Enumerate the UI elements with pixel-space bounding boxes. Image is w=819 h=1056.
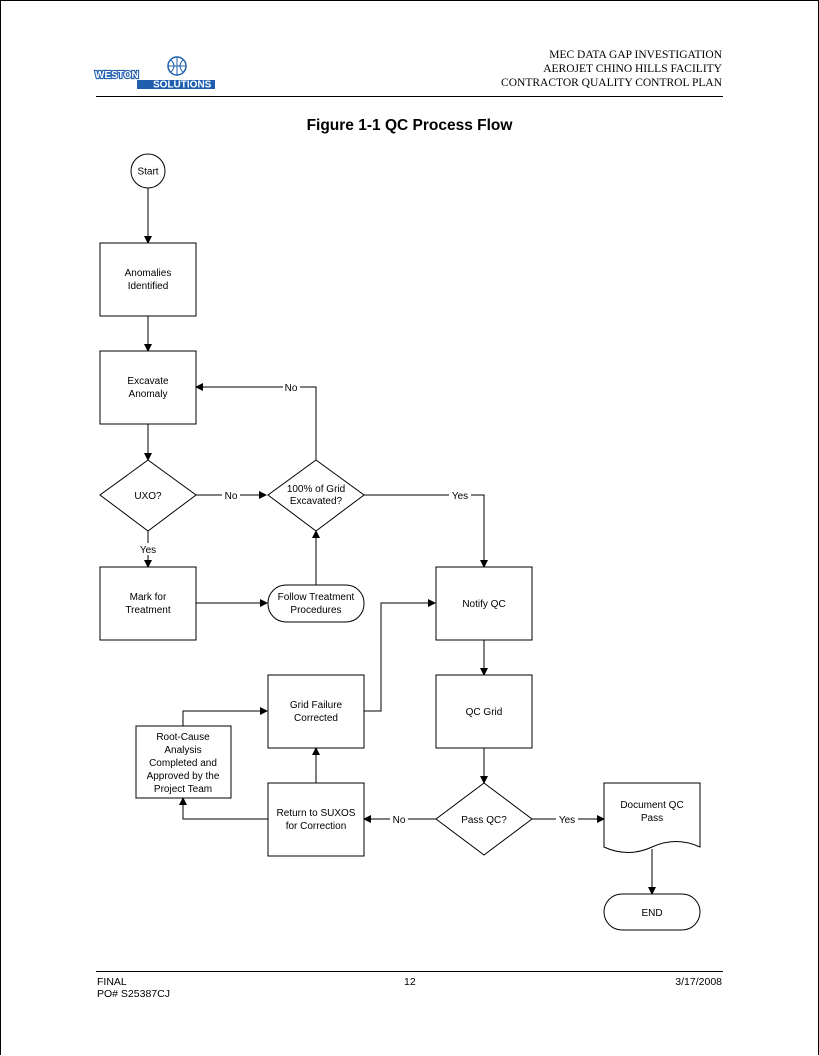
svg-text:Grid Failure: Grid Failure — [290, 700, 343, 711]
weston-logo: WESTON SOLUTIONS — [94, 56, 215, 91]
node-pass-qc-decision: Pass QC? — [435, 782, 533, 856]
node-uxo-decision: UXO? — [99, 459, 197, 532]
node-end: END — [603, 893, 701, 931]
svg-text:Identified: Identified — [128, 281, 169, 292]
svg-text:Excavated?: Excavated? — [290, 496, 343, 507]
svg-text:Root-Cause: Root-Cause — [156, 732, 210, 743]
svg-text:Document QC: Document QC — [620, 800, 683, 811]
node-root-cause-analysis: Root-Cause Analysis Completed and Approv… — [135, 725, 232, 799]
edge-rootcause-gridfailure — [182, 707, 268, 726]
node-anomalies-identified: Anomalies Identified — [99, 242, 197, 317]
footer-rule — [96, 971, 723, 972]
label-yes-uxo: Yes — [140, 545, 156, 556]
node-grid-failure-corrected: Grid Failure Corrected — [267, 674, 365, 749]
header-line-2: AEROJET CHINO HILLS FACILITY — [543, 63, 722, 75]
label-yes-pass: Yes — [559, 815, 575, 826]
svg-text:Anomaly: Anomaly — [129, 389, 168, 400]
logo-name: WESTON — [95, 70, 139, 81]
svg-text:Approved by the: Approved by the — [147, 771, 220, 782]
node-qc-grid: QC Grid — [435, 674, 533, 749]
svg-text:END: END — [641, 908, 662, 919]
node-start: Start — [130, 153, 166, 189]
footer-status: FINAL — [97, 976, 127, 988]
svg-text:for Correction: for Correction — [286, 821, 347, 832]
header-rule — [96, 96, 723, 97]
svg-text:Mark for: Mark for — [130, 592, 167, 603]
svg-text:Follow Treatment: Follow Treatment — [278, 592, 355, 603]
header-line-3: CONTRACTOR QUALITY CONTROL PLAN — [501, 77, 722, 89]
footer-left: FINAL PO# S25387CJ — [97, 976, 170, 1000]
svg-text:Completed and: Completed and — [149, 758, 217, 769]
svg-text:Pass: Pass — [641, 813, 663, 824]
svg-text:Notify QC: Notify QC — [462, 599, 505, 610]
header-block: MEC DATA GAP INVESTIGATION AEROJET CHINO… — [501, 48, 722, 90]
edge-grid-notify — [364, 494, 488, 568]
node-mark-for-treatment: Mark for Treatment — [99, 566, 197, 641]
header-line-1: MEC DATA GAP INVESTIGATION — [549, 49, 722, 61]
footer-po: PO# S25387CJ — [97, 988, 170, 1000]
svg-text:Anomalies: Anomalies — [125, 268, 172, 279]
label-no-uxo: No — [225, 491, 238, 502]
node-notify-qc: Notify QC — [435, 566, 533, 641]
svg-text:Pass QC?: Pass QC? — [461, 815, 507, 826]
svg-text:Corrected: Corrected — [294, 713, 338, 724]
label-no-top: No — [285, 383, 298, 394]
svg-text:Return to SUXOS: Return to SUXOS — [277, 808, 356, 819]
svg-text:QC Grid: QC Grid — [466, 707, 503, 718]
edge-gridfailure-notify — [364, 599, 436, 712]
svg-text:Excavate: Excavate — [127, 376, 169, 387]
label-no-pass: No — [393, 815, 406, 826]
node-excavate-anomaly: Excavate Anomaly — [99, 350, 197, 425]
node-return-to-suxos: Return to SUXOS for Correction — [267, 782, 365, 857]
svg-text:Procedures: Procedures — [290, 605, 341, 616]
node-start-label: Start — [137, 167, 158, 178]
svg-text:Project Team: Project Team — [154, 784, 212, 795]
logo-sub: SOLUTIONS — [153, 80, 212, 91]
figure-title: Figure 1-1 QC Process Flow — [306, 117, 513, 134]
node-follow-treatment: Follow Treatment Procedures — [267, 584, 365, 623]
page-number: 12 — [404, 976, 416, 988]
node-grid-excavated-decision: 100% of Grid Excavated? — [267, 459, 365, 532]
edge-grid-excavate — [195, 383, 317, 460]
svg-text:UXO?: UXO? — [134, 491, 162, 502]
node-document-qc-pass: Document QC Pass — [603, 782, 701, 853]
footer-date: 3/17/2008 — [675, 976, 722, 988]
svg-text:Analysis: Analysis — [164, 745, 201, 756]
label-yes-grid: Yes — [452, 491, 468, 502]
edge-return-rootcause — [179, 797, 268, 820]
svg-text:100% of Grid: 100% of Grid — [287, 484, 345, 495]
svg-text:Treatment: Treatment — [125, 605, 170, 616]
